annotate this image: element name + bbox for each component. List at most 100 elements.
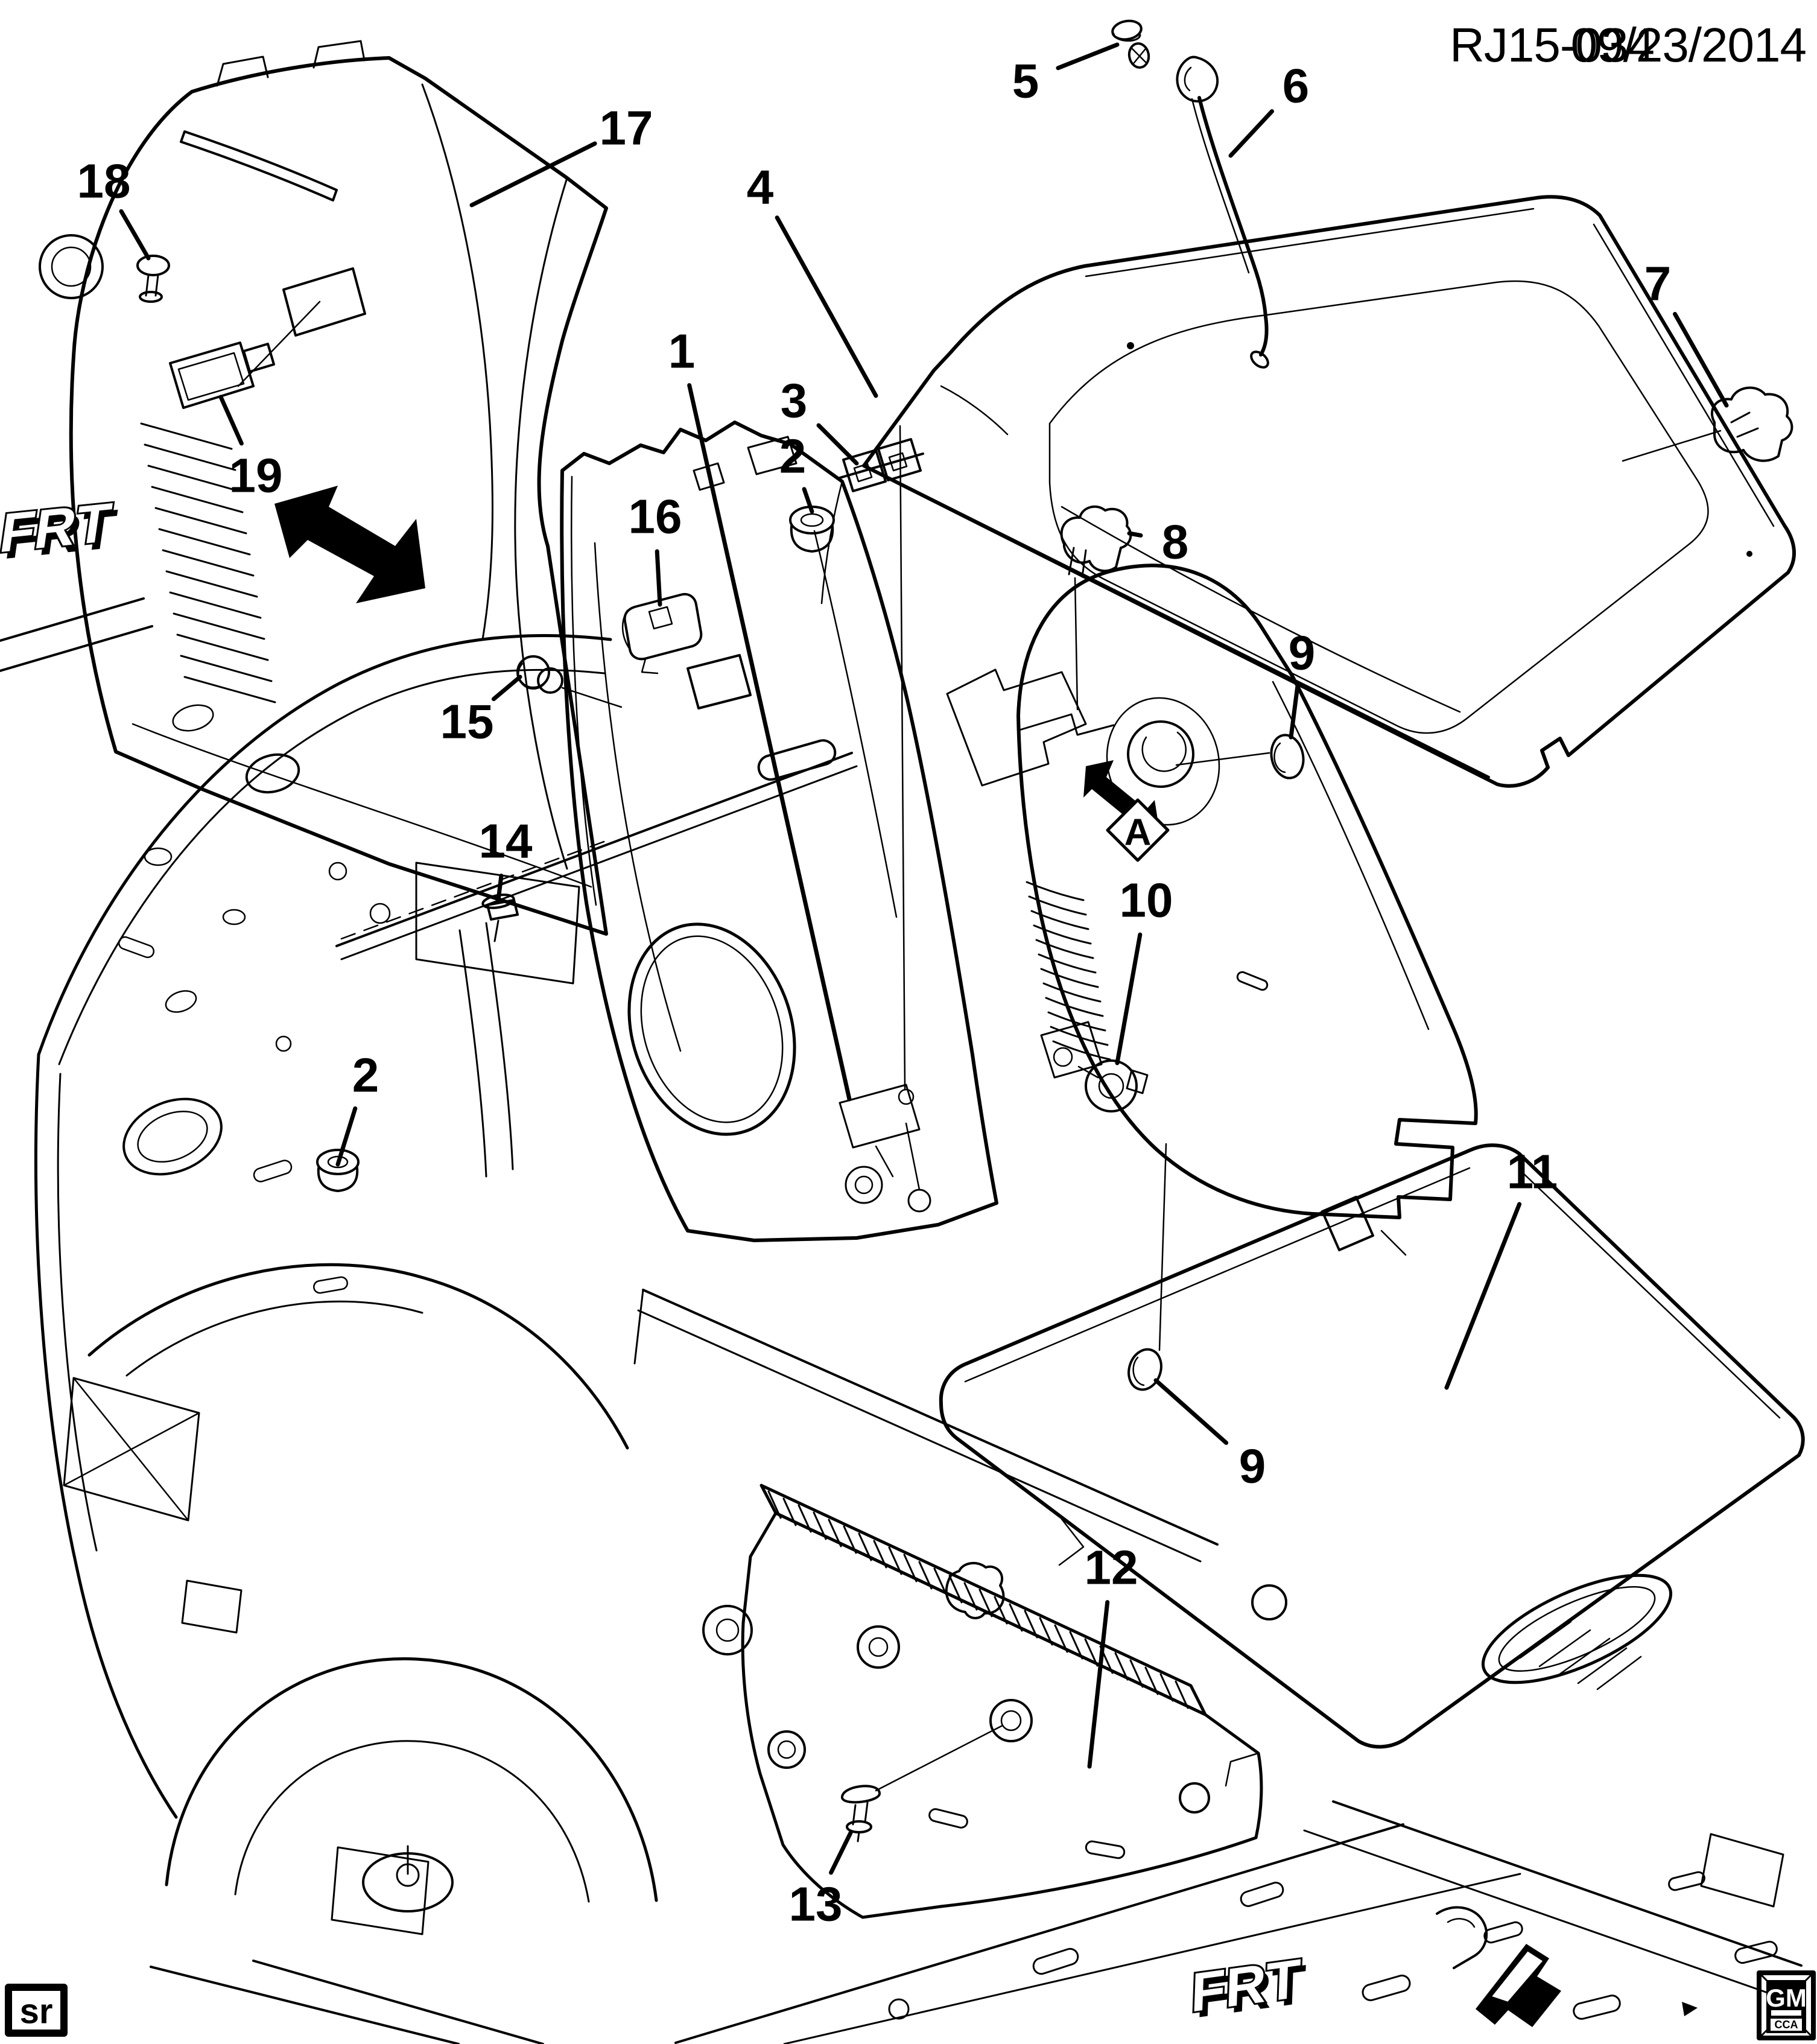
leader-line-c2a: [802, 487, 814, 514]
oval-cutout: [245, 753, 300, 794]
leader-line-c1: [687, 383, 852, 1102]
clip-18: [136, 255, 170, 303]
vent-grille-left: [140, 422, 276, 703]
callout-c13: 13: [789, 1877, 843, 1931]
leader-line-c4: [775, 215, 878, 398]
view-a-diamond: [1106, 798, 1170, 862]
callout-c9b: 9: [1239, 1439, 1266, 1493]
plug-9-lower: [1127, 1348, 1162, 1391]
vent-grille-right: [1026, 881, 1111, 1061]
parcel-shelf-panel-4: [862, 195, 1796, 788]
leader-line-c19: [218, 395, 244, 446]
grommet-15: [516, 655, 623, 708]
leader-line-c3: [816, 423, 859, 466]
right-quarter-trim-panel: [1016, 563, 1478, 1219]
small-arrow-tick: [1682, 2002, 1698, 2016]
leader-line-c9a: [1289, 685, 1300, 740]
leader-line-c13: [829, 1830, 853, 1875]
install-pointer-line: [875, 1724, 1004, 1792]
install-pointer-line: [1622, 430, 1722, 462]
callout-c15: 15: [440, 695, 494, 749]
leader-line-c6: [1228, 109, 1274, 158]
drawing-number: RJ15-034: [1450, 18, 1654, 72]
plug-9-upper: [1270, 734, 1305, 779]
leader-line-c15: [491, 674, 522, 702]
wiring-cutout: [945, 1561, 1005, 1619]
drawing-date: 09/23/2014: [1571, 18, 1806, 72]
leader-line-c9b: [1153, 1378, 1229, 1446]
callout-c4: 4: [747, 160, 774, 214]
install-pointer-line: [899, 425, 906, 1091]
push-pin-13: [841, 1724, 1004, 1842]
callout-c16: 16: [629, 490, 682, 544]
frt-marker-top-left: FRT FRT: [0, 486, 425, 603]
top-slot-cutout: [180, 130, 338, 202]
callout-c18: 18: [77, 154, 131, 208]
leader-line-c16: [655, 549, 662, 607]
small-slot: [1236, 971, 1269, 991]
latch-opening: [282, 267, 366, 337]
frt-label: FRT: [0, 490, 115, 564]
leader-line-c18: [119, 209, 151, 261]
install-pointer-line: [1175, 752, 1270, 766]
install-pointer-line: [1074, 577, 1079, 711]
screw-5: [1111, 19, 1150, 69]
frt-shadow-text: FRT: [1, 497, 120, 571]
frt-shadow-text: FRT: [1195, 1953, 1307, 2030]
cca-logo-text: CCA: [1775, 2019, 1798, 2031]
callout-c1: 1: [668, 325, 696, 378]
callout-c19: 19: [229, 449, 283, 503]
callout-c7: 7: [1644, 257, 1672, 311]
callout-c14: 14: [479, 814, 533, 868]
leader-line-c11: [1444, 1202, 1522, 1390]
gm-logo-text: GM: [1766, 1984, 1807, 2012]
clip-16: [621, 593, 703, 674]
tread-hatch: [767, 1490, 1189, 1709]
install-pointer-line: [237, 300, 321, 387]
keyhole: [1127, 720, 1194, 788]
keyhole-ring: [1106, 697, 1220, 826]
frt-marker-bottom-right: FRT FRT: [1188, 1944, 1561, 2030]
clip-8: [1060, 505, 1132, 711]
tether-cord-6: [1176, 56, 1269, 369]
callout-c11: 11: [1507, 1145, 1558, 1199]
small-rect-cutout: [687, 654, 752, 709]
callout-c10: 10: [1120, 874, 1173, 927]
install-pointer-line: [561, 687, 623, 708]
quarter-trim-panel-1: [560, 421, 998, 1242]
callout-c5: 5: [1012, 54, 1039, 108]
leader-line-c10: [1115, 932, 1143, 1065]
callout-c9a: 9: [1289, 626, 1316, 680]
sill-trim-panel-12: [741, 1484, 1263, 1919]
leader-line-c12: [1087, 1600, 1110, 1769]
clip-3: [839, 425, 924, 1105]
large-oval-cutout: [627, 922, 796, 1136]
inset-quarter-trim-panel-17: [39, 40, 608, 936]
view-a-marker: A: [1083, 760, 1170, 862]
leader-line-c2b: [335, 1106, 358, 1167]
grab-ring-cutout: [39, 234, 104, 299]
leader-line-c17: [469, 141, 597, 208]
shelf-recess-outline: [1048, 280, 1709, 734]
callout-c6: 6: [1283, 59, 1310, 113]
load-floor-panel-11: [939, 1143, 1805, 1749]
leader-line-c8: [1127, 531, 1143, 538]
leader-line-c5: [1056, 42, 1120, 71]
install-pointer-line: [1158, 1143, 1167, 1351]
latch-19: [169, 300, 321, 409]
callout-c17: 17: [600, 101, 653, 155]
clip-7: [1622, 386, 1793, 462]
leader-line-c14: [496, 874, 504, 903]
callout-c2a: 2: [779, 430, 807, 483]
callout-c8: 8: [1162, 515, 1189, 569]
callout-c3: 3: [781, 374, 808, 428]
author-initials: sr: [20, 1992, 53, 2031]
leader-line-c7: [1673, 312, 1729, 408]
grommet-10: [1040, 1021, 1149, 1112]
frt-arrow-icon: [274, 486, 425, 603]
gm-logo: GM CCA: [1757, 1970, 1816, 2040]
author-box: sr: [5, 1984, 68, 2037]
